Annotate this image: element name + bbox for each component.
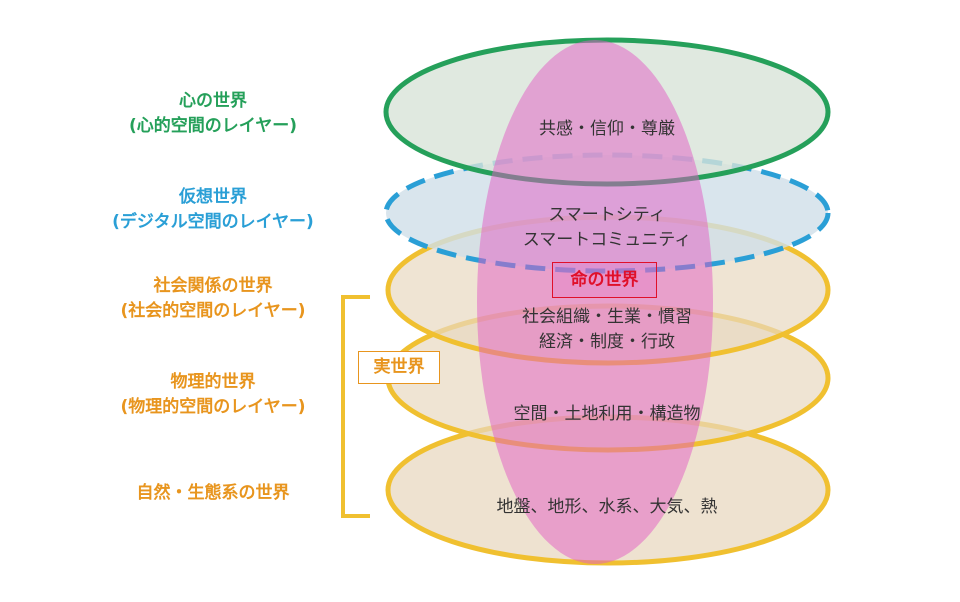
social-world-label: 社会関係の世界 (社会的空間のレイヤー)	[63, 274, 363, 324]
virtual-layer-line2: スマートコミュニティ	[522, 230, 692, 250]
social-layer-line2: 経済・制度・行政	[539, 332, 675, 352]
nature-layer-text: 地盤、地形、水系、大気、熱	[496, 497, 718, 517]
virtual-world-subtitle: (デジタル空間のレイヤー)	[112, 212, 314, 232]
mind-world-title: 心の世界	[179, 91, 247, 111]
life-world-box: 命の世界	[552, 262, 657, 298]
real-world-box: 実世界	[358, 351, 440, 384]
mind-world-label: 心の世界 (心的空間のレイヤー)	[63, 89, 363, 139]
nature-world-title: 自然・生態系の世界	[136, 483, 290, 503]
social-world-subtitle: (社会的空間のレイヤー)	[120, 301, 306, 321]
social-layer-line1: 社会組織・生業・慣習	[522, 307, 692, 327]
mind-world-subtitle: (心的空間のレイヤー)	[128, 116, 298, 136]
virtual-world-title: 仮想世界	[179, 187, 247, 207]
nature-world-label: 自然・生態系の世界	[63, 481, 363, 506]
physical-world-subtitle: (物理的空間のレイヤー)	[120, 397, 306, 417]
virtual-world-label: 仮想世界 (デジタル空間のレイヤー)	[63, 185, 363, 235]
virtual-layer-line1: スマートシティ	[548, 205, 666, 225]
physical-world-label: 物理的世界 (物理的空間のレイヤー)	[63, 370, 363, 420]
real-world-bracket	[341, 295, 370, 518]
social-world-title: 社会関係の世界	[153, 276, 273, 296]
social-layer-text: 社会組織・生業・慣習 経済・制度・行政	[377, 305, 837, 355]
virtual-layer-text: スマートシティ スマートコミュニティ	[377, 203, 837, 253]
physical-world-title: 物理的世界	[170, 372, 256, 392]
mind-layer-text: 共感・信仰・尊厳	[539, 119, 675, 139]
life-world-ellipse	[477, 40, 713, 564]
physical-layer-text: 空間・土地利用・構造物	[513, 404, 701, 424]
